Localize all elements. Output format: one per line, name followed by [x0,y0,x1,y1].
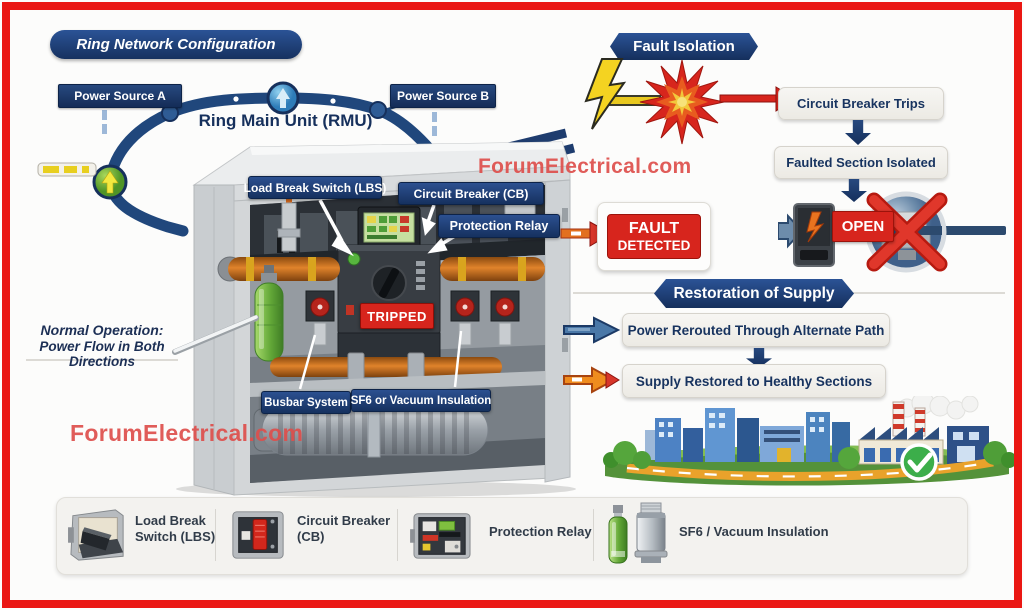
fault-isolation-banner: Fault Isolation [610,33,758,60]
reroute-arrow-icon [563,316,620,344]
legend-load-break-switch-icon [68,509,124,561]
factory-icon [858,401,989,465]
feeder-cable-icon [37,162,97,177]
green-flow-node-icon [92,164,128,200]
legend-circuit-breaker-icon [232,511,284,559]
tripped-breaker-icon [793,203,835,267]
restore-arrow-icon [563,366,620,394]
plate-circuit-breaker: Circuit Breaker (CB) [398,182,544,205]
source-b-cable-dash [432,126,437,136]
rmu-cabinet-illustration [172,141,576,497]
ring-dot [233,96,239,102]
explosion-icon [639,59,725,145]
step-supply-restored: Supply Restored to Healthy Sections [622,364,886,398]
legend-label-cb: Circuit Breaker (CB) [297,513,391,545]
step-power-rerouted: Power Rerouted Through Alternate Path [622,313,890,347]
healthy-city-illustration [603,396,1017,486]
sf6-cylinder-icon [254,265,284,362]
down-arrow-icon [845,120,871,145]
normal-operation-underline [26,359,178,361]
fault-spark-graphic [584,58,796,145]
normal-operation-pointer [172,315,259,355]
ring-dot [330,98,336,104]
legend-label-sf6: SF6 / Vacuum Insulation [679,524,829,539]
switch-columns-icon [305,290,520,346]
power-source-b-label: Power Source B [396,89,490,103]
red-x-icon [866,192,948,272]
smoke-icon [897,396,979,420]
ring-junction-b [369,101,387,119]
upper-busbar-icon [217,256,545,282]
legend-divider [215,509,216,561]
legend-label-relay: Protection Relay [489,524,592,539]
fault-detected-card: FAULT DETECTED [597,202,711,271]
power-source-b-tag: Power Source B [390,84,496,108]
legend-sf6-bottle-icon [608,505,628,564]
plate-busbar-system: Busbar System [261,391,351,414]
source-a-cable-dash [102,110,107,120]
legend-label-lbs: Load Break Switch (LBS) [135,513,216,545]
rmu-title: Ring Main Unit (RMU) [198,111,373,130]
trees-icon [603,441,1017,469]
legend-vacuum-cylinder-icon [634,502,668,563]
legend-protection-relay-icon [410,513,471,559]
ring-network-title: Ring Network Configuration [76,36,276,53]
source-b-cable-dash [432,112,437,122]
watermark-top: ForumElectrical.com [478,155,692,178]
check-badge-icon [900,443,938,481]
source-a-cable-dash [102,124,107,134]
fault-detected-badge: FAULT DETECTED [607,213,701,259]
power-source-a-label: Power Source A [74,89,166,103]
city-buildings-icon [645,408,850,462]
legend-divider [593,509,594,561]
protection-relay-display-icon [357,206,421,250]
fault-isolation-title: Fault Isolation [633,38,735,55]
power-source-a-tag: Power Source A [58,84,182,108]
legend-divider [397,509,398,561]
step-circuit-breaker-trips: Circuit Breaker Trips [778,87,944,120]
plate-load-break-switch: Load Break Switch (LBS) [244,176,386,199]
normal-operation-line2: Power Flow in Both Directions [39,339,165,369]
lightning-bolt-icon [584,58,627,130]
normal-operation-line1: Normal Operation: [40,322,164,338]
open-tag: OPEN [832,211,894,242]
cable-termination [286,193,292,205]
plate-sf6-insulation: SF6 or Vacuum Insulation [351,389,491,412]
isolated-breaker-graphic [778,191,1006,273]
road-icon [626,457,994,481]
restoration-banner: Restoration of Supply [654,279,854,308]
legend-bar: Load Break Switch (LBS) Circuit Breaker … [56,497,968,575]
ring-network-banner: Ring Network Configuration [50,30,302,59]
lower-busbar-icon [250,352,545,397]
ring-flow-node-icon [266,81,300,115]
watermark-bottom: ForumElectrical.com [70,420,304,446]
restoration-title: Restoration of Supply [673,284,835,302]
vacuum-insulation-cylinder-icon [250,402,545,483]
tripped-badge: TRIPPED [360,303,434,329]
plate-protection-relay: Protection Relay [438,214,560,238]
step-faulted-section-isolated: Faulted Section Isolated [774,146,948,179]
